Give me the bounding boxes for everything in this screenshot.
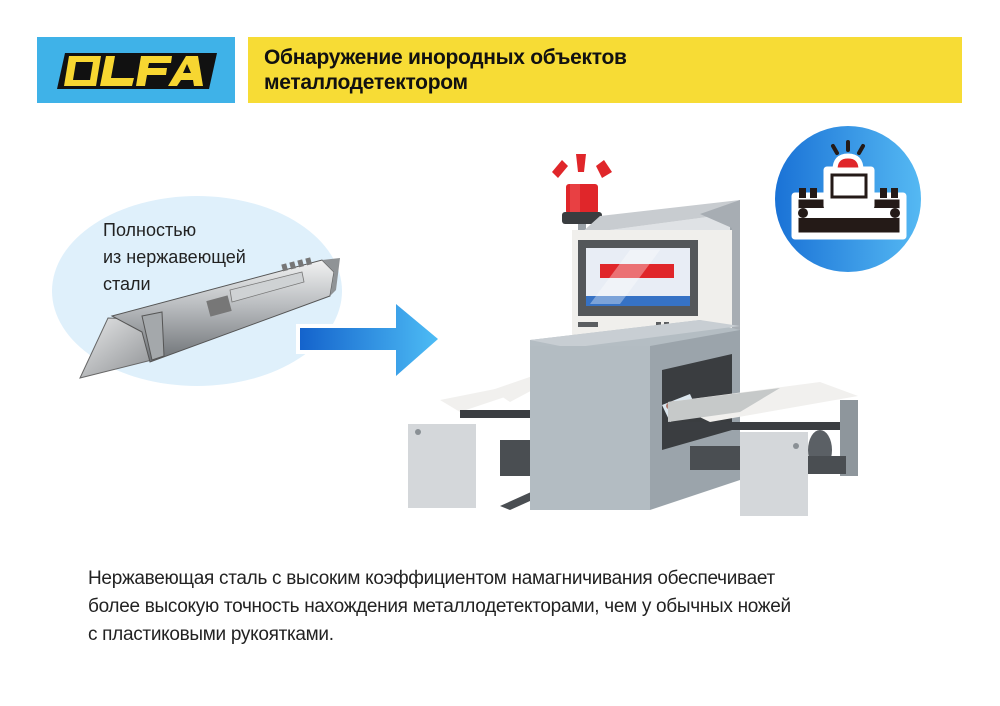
- description-paragraph: Нержавеющая сталь с высоким коэффициенто…: [88, 565, 918, 649]
- description-line-3: с пластиковыми рукоятками.: [88, 624, 334, 645]
- olfa-logo: [37, 37, 235, 103]
- title-line-1: Обнаружение инородных объектов: [264, 46, 627, 69]
- metal-detector-machine: [408, 154, 858, 516]
- bubble-line-3: стали: [103, 274, 151, 294]
- olfa-logo-mark: [57, 53, 217, 89]
- description-line-1: Нержавеющая сталь с высоким коэффициенто…: [88, 568, 775, 589]
- bubble-caption: Полностью из нержавеющей стали: [103, 217, 246, 298]
- stainless-knife-image: [79, 257, 340, 379]
- title-line-2: металлодетектором: [264, 71, 468, 94]
- metal-detector-alarm-icon: [775, 126, 921, 272]
- bubble-line-1: Полностью: [103, 220, 197, 240]
- bubble-line-2: из нержавеющей: [103, 247, 246, 267]
- arrow-right-icon: [296, 298, 440, 380]
- page-title: Обнаружение инородных объектов металлоде…: [264, 45, 627, 95]
- title-banner: Обнаружение инородных объектов металлоде…: [248, 37, 962, 103]
- description-line-2: более высокую точность нахождения металл…: [88, 596, 791, 617]
